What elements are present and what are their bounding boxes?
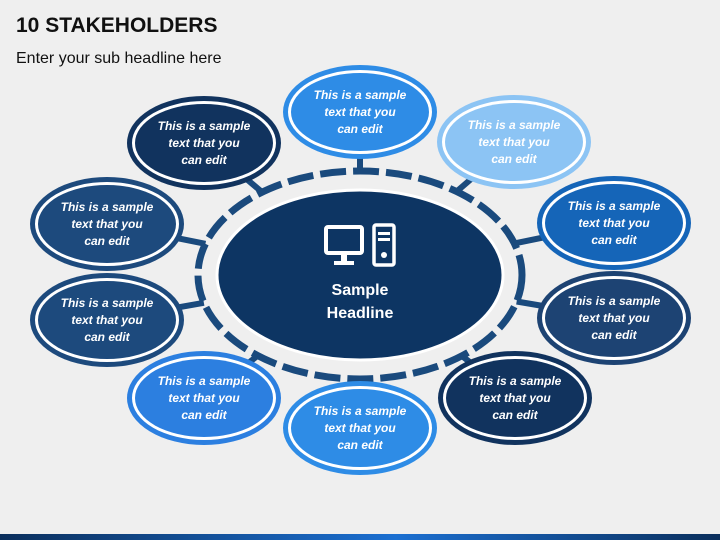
node-text-line: can edit [337, 438, 383, 452]
center-headline-line2: Headline [327, 305, 394, 322]
node-text-line: can edit [181, 153, 227, 167]
node-inner-ellipse [445, 103, 583, 181]
center-headline-line1: Sample [332, 282, 389, 299]
node-text-line: This is a sample [314, 404, 407, 418]
node-text-line: text that you [478, 135, 550, 149]
node-inner-ellipse [291, 389, 429, 467]
node-text-line: can edit [84, 234, 130, 248]
node-text-line: text that you [168, 136, 240, 150]
node-text-line: can edit [491, 152, 537, 166]
stakeholder-node-top: This is a sample text that you can edit [283, 65, 437, 159]
node-text-line: text that you [324, 105, 396, 119]
slide-title: 10 STAKEHOLDERS [16, 14, 218, 37]
node-text-line: This is a sample [61, 200, 154, 214]
stakeholder-node-left-lower: This is a sample text that you can edit [30, 273, 184, 367]
stakeholder-node-upper-left: This is a sample text that you can edit [127, 96, 281, 190]
node-inner-ellipse [446, 359, 584, 437]
stakeholder-node-right-upper: This is a sample text that you can edit [537, 176, 691, 270]
node-text-line: This is a sample [61, 296, 154, 310]
center-ellipse [215, 188, 505, 362]
node-text-line: This is a sample [158, 119, 251, 133]
desktop-computer-icon [324, 223, 396, 267]
node-text-line: This is a sample [158, 374, 251, 388]
stakeholder-node-upper-right: This is a sample text that you can edit [437, 95, 591, 189]
node-text-line: can edit [591, 328, 637, 342]
node-text-line: text that you [578, 311, 650, 325]
orbit-ring [194, 167, 526, 383]
slide-subtitle: Enter your sub headline here [16, 50, 222, 67]
stakeholder-node-left-upper: This is a sample text that you can edit [30, 177, 184, 271]
stakeholder-node-right-lower: This is a sample text that you can edit [537, 271, 691, 365]
stakeholder-node-bottom: This is a sample text that you can edit [283, 381, 437, 475]
node-text-line: can edit [591, 233, 637, 247]
node-text-line: text that you [71, 217, 143, 231]
node-text-line: This is a sample [314, 88, 407, 102]
node-text-line: This is a sample [469, 374, 562, 388]
footer-bar [0, 534, 720, 540]
node-text-line: can edit [337, 122, 383, 136]
node-inner-ellipse [291, 73, 429, 151]
orbit-ring-ellipse [194, 167, 526, 383]
center-hub: Sample Headline [215, 188, 505, 362]
node-inner-ellipse [135, 104, 273, 182]
node-text-line: This is a sample [568, 294, 661, 308]
node-text-line: can edit [181, 408, 227, 422]
node-inner-ellipse [545, 184, 683, 262]
node-text-line: text that you [578, 216, 650, 230]
node-text-line: text that you [324, 421, 396, 435]
node-text-line: text that you [479, 391, 551, 405]
node-text-line: text that you [71, 313, 143, 327]
node-text-line: can edit [492, 408, 538, 422]
node-inner-ellipse [38, 281, 176, 359]
node-text-line: text that you [168, 391, 240, 405]
node-inner-ellipse [545, 279, 683, 357]
node-inner-ellipse [135, 359, 273, 437]
stakeholder-node-lower-right: This is a sample text that you can edit [438, 351, 592, 445]
stakeholder-node-lower-left: This is a sample text that you can edit [127, 351, 281, 445]
node-text-line: This is a sample [468, 118, 561, 132]
node-inner-ellipse [38, 185, 176, 263]
node-text-line: This is a sample [568, 199, 661, 213]
node-text-line: can edit [84, 330, 130, 344]
